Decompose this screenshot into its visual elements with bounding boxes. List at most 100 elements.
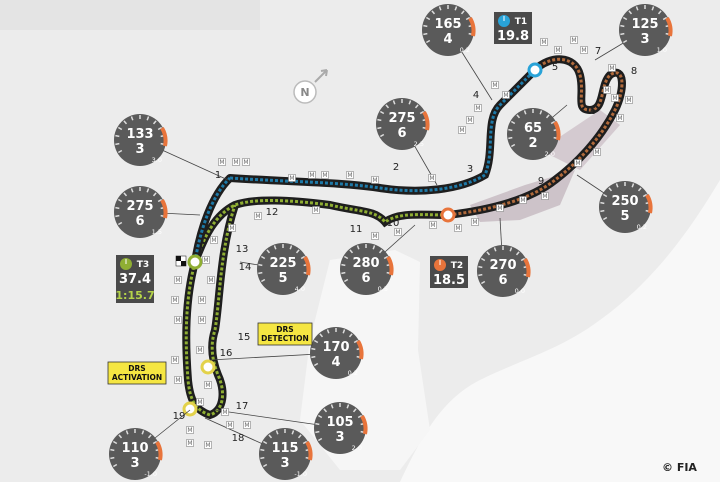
marshal-post: M bbox=[288, 174, 296, 182]
timing-ring bbox=[200, 359, 216, 375]
gauge-dial bbox=[114, 114, 166, 166]
marshal-post: M bbox=[171, 296, 179, 304]
marshal-post: M bbox=[221, 408, 229, 416]
marshal-post: M bbox=[574, 159, 582, 167]
turn-number: 3 bbox=[467, 164, 473, 175]
gauge-dial bbox=[257, 243, 309, 295]
gauge-accent bbox=[356, 339, 364, 360]
marshal-post: M bbox=[226, 421, 234, 429]
marshal-post: M bbox=[312, 206, 320, 214]
marshal-post: M bbox=[210, 236, 218, 244]
marshal-post: M bbox=[232, 158, 240, 166]
marshal-label: M bbox=[492, 82, 497, 89]
gauge-accent bbox=[468, 16, 476, 37]
marshal-label: M bbox=[541, 39, 546, 46]
marshal-post: M bbox=[371, 232, 379, 240]
turn-number: 17 bbox=[236, 401, 249, 412]
drs-activation-box: DRS ACTIVATION bbox=[107, 361, 167, 385]
gauge-dial bbox=[310, 327, 362, 379]
marshal-post: M bbox=[474, 104, 482, 112]
marshal-label: M bbox=[472, 219, 477, 226]
marshal-label: M bbox=[205, 382, 210, 389]
marshal-post: M bbox=[171, 356, 179, 364]
marshal-label: M bbox=[372, 233, 377, 240]
marshal-post: M bbox=[570, 36, 578, 44]
turn-number: 8 bbox=[631, 66, 637, 77]
sector-time: 19.8 bbox=[497, 29, 529, 44]
marshal-post: M bbox=[204, 381, 212, 389]
marshal-label: M bbox=[244, 422, 249, 429]
marshal-post: M bbox=[204, 441, 212, 449]
corner-gforce: 1.0 bbox=[657, 46, 667, 54]
corner-speed: 280 bbox=[352, 256, 379, 271]
marshal-label: M bbox=[347, 172, 352, 179]
marshal-post: M bbox=[346, 171, 354, 179]
turn-number: 15 bbox=[238, 332, 251, 343]
marshal-label: M bbox=[581, 47, 586, 54]
sea-area bbox=[400, 180, 720, 482]
corner-gear: 6 bbox=[135, 214, 144, 229]
marshal-label: M bbox=[175, 317, 180, 324]
marshal-post: M bbox=[321, 171, 329, 179]
gauge-accent bbox=[553, 120, 561, 141]
svg-text:ACTIVATION: ACTIVATION bbox=[112, 373, 162, 382]
gauge-dial bbox=[599, 181, 651, 233]
corner-gear: 6 bbox=[498, 273, 507, 288]
marshal-post: M bbox=[196, 398, 204, 406]
marshal-label: M bbox=[205, 442, 210, 449]
corner-speed: 275 bbox=[126, 199, 153, 214]
marshal-label: M bbox=[475, 105, 480, 112]
gauge-dial bbox=[259, 428, 311, 480]
marshal-label: M bbox=[467, 117, 472, 124]
gauge-dial bbox=[507, 108, 559, 160]
turn-number: 2 bbox=[393, 162, 399, 173]
gauge-accent bbox=[303, 255, 311, 276]
turn-number: 12 bbox=[266, 207, 279, 218]
corner-speed: 65 bbox=[524, 121, 542, 136]
marshal-post: M bbox=[207, 276, 215, 284]
gauge-dial bbox=[619, 4, 671, 56]
gauge-accent bbox=[665, 16, 673, 37]
turn-number: 19 bbox=[173, 411, 186, 422]
marshal-label: M bbox=[211, 237, 216, 244]
corner-gforce: -1.0 bbox=[144, 470, 157, 478]
marshal-label: M bbox=[199, 317, 204, 324]
gauge-accent bbox=[645, 193, 653, 214]
timing-ring bbox=[440, 207, 456, 223]
copyright-label: © FIA bbox=[662, 461, 697, 474]
sector-label: T2 bbox=[451, 261, 463, 271]
marshal-label: M bbox=[626, 97, 631, 104]
corner-speed: 275 bbox=[388, 111, 415, 126]
corner-speed: 170 bbox=[322, 340, 349, 355]
drs-detection-box: DRS DETECTION bbox=[257, 322, 313, 346]
marshal-label: M bbox=[313, 207, 318, 214]
marshal-post: M bbox=[196, 346, 204, 354]
gauge-accent bbox=[360, 414, 368, 435]
marshal-post: M bbox=[471, 218, 479, 226]
marshal-label: M bbox=[219, 159, 224, 166]
corner-gforce: 1.5 bbox=[152, 228, 162, 236]
marshal-label: M bbox=[575, 160, 580, 167]
marshal-label: M bbox=[208, 277, 213, 284]
marshal-label: M bbox=[372, 177, 377, 184]
corner-gforce: 2.0 bbox=[352, 444, 362, 452]
marshal-label: M bbox=[542, 193, 547, 200]
marshal-post: M bbox=[608, 64, 616, 72]
marshal-post: M bbox=[502, 91, 510, 99]
marshal-label: M bbox=[497, 205, 502, 212]
gauge-dial bbox=[114, 186, 166, 238]
corner-gforce: 2.0 bbox=[545, 150, 555, 158]
marshal-label: M bbox=[197, 347, 202, 354]
marshal-post: M bbox=[371, 176, 379, 184]
marshal-label: M bbox=[175, 377, 180, 384]
marshal-post: M bbox=[174, 316, 182, 324]
corner-speed: 110 bbox=[121, 441, 148, 456]
